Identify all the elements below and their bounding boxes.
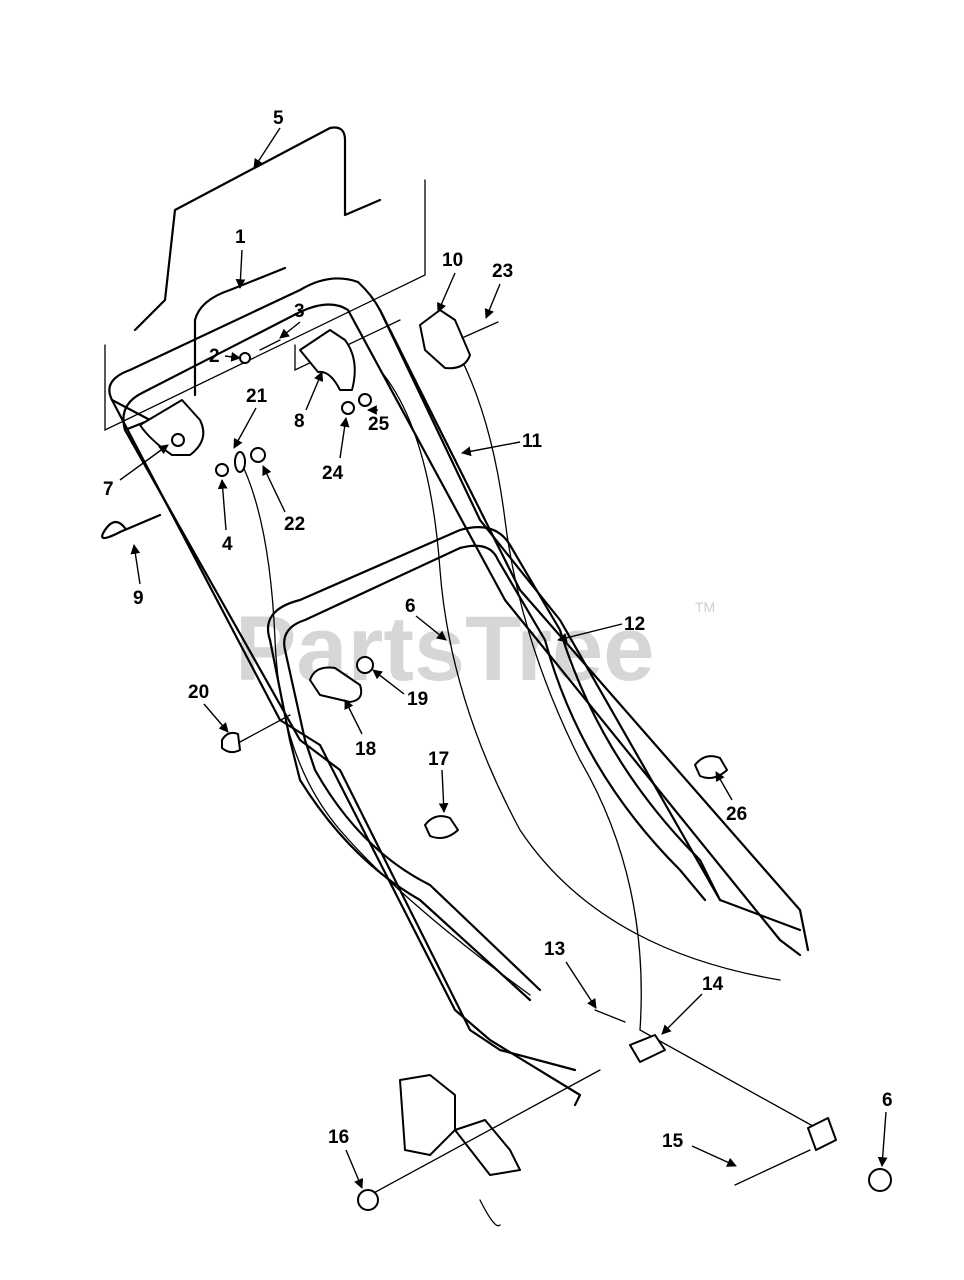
callout-9: 9 [133, 588, 144, 609]
leader-20 [203, 703, 229, 733]
upper-handle [108, 277, 810, 952]
callout-25: 25 [368, 414, 390, 435]
leader-22 [262, 465, 286, 513]
callout-6-lower: 6 [882, 1090, 893, 1111]
leader-2 [224, 351, 241, 362]
washer-2 [239, 352, 251, 364]
callout-7: 7 [103, 479, 114, 500]
handle-spacer-14 [629, 1034, 666, 1063]
leader-1 [235, 249, 246, 289]
cable-tie-17 [424, 815, 459, 839]
leader-24 [339, 417, 350, 459]
bracket-7-hole [171, 433, 185, 447]
callout-22: 22 [284, 514, 305, 535]
callout-26: 26 [726, 804, 747, 825]
carriage-bolt-20-shaft [239, 714, 291, 743]
callout-16: 16 [328, 1127, 349, 1148]
upper-handle-inner [122, 303, 802, 957]
callout-13: 13 [544, 939, 565, 960]
lower-handle-left-leg-inner [283, 648, 542, 992]
throttle-housing-10 [419, 309, 471, 370]
lower-handle-inner [283, 544, 707, 902]
callout-21: 21 [246, 386, 268, 407]
cable-spring-13 [594, 1009, 626, 1023]
upper-handle-left-rail-outer [110, 398, 582, 1107]
handle-bracket-shaft [369, 1069, 601, 1227]
locknut-19 [356, 656, 374, 674]
spacer-21 [234, 451, 246, 473]
leader-6-upper [415, 615, 447, 641]
bolt-15 [734, 1149, 811, 1186]
cable-bracket [807, 1117, 837, 1151]
leader-19 [372, 669, 405, 695]
control-panel-outline [104, 179, 426, 432]
leader-14 [661, 993, 703, 1035]
callout-24: 24 [322, 463, 344, 484]
callout-17: 17 [428, 749, 449, 770]
upper-handle-right-rail [378, 308, 802, 932]
callout-2: 2 [209, 346, 220, 367]
callout-20: 20 [188, 682, 209, 703]
bracket-7 [139, 399, 205, 456]
leader-15 [691, 1145, 737, 1167]
leader-26 [715, 771, 733, 801]
leader-8 [305, 371, 324, 411]
callout-6-upper: 6 [405, 596, 416, 617]
callout-15: 15 [662, 1131, 684, 1152]
callout-14: 14 [702, 974, 724, 995]
callout-10: 10 [442, 250, 463, 271]
nut-22 [250, 447, 266, 463]
callout-12: 12 [624, 614, 645, 635]
height-adjuster-arm [454, 1119, 521, 1176]
leader-4 [217, 479, 228, 531]
leader-13 [565, 961, 597, 1009]
lockwasher-25 [358, 393, 372, 407]
height-adjuster-plate [399, 1074, 456, 1156]
leader-16 [345, 1149, 364, 1189]
bail-wire [133, 126, 382, 332]
carriage-bolt-20 [221, 731, 241, 754]
cap-6-lower [868, 1168, 892, 1192]
leader-18 [344, 699, 363, 735]
leader-12 [557, 623, 623, 643]
nut-24 [341, 401, 355, 415]
eyebolt-9 [101, 513, 162, 540]
leader-10 [437, 272, 456, 313]
control-cable-right [444, 329, 821, 1131]
screw-23 [461, 321, 499, 339]
callout-4: 4 [222, 534, 233, 555]
lower-handle-left-leg [268, 638, 532, 1002]
control-cable-middle [379, 369, 781, 981]
leader-5 [253, 127, 281, 169]
callout-1: 1 [235, 227, 246, 248]
callout-11: 11 [522, 431, 543, 452]
control-cable-left [239, 459, 531, 996]
control-bar [193, 266, 287, 397]
screw-3 [259, 339, 281, 351]
leader-23 [484, 283, 501, 319]
leader-21 [233, 407, 257, 449]
callout-19: 19 [407, 689, 428, 710]
cable-tie-26 [694, 755, 728, 779]
callout-3: 3 [294, 301, 305, 322]
leader-7 [119, 444, 169, 481]
leader-11 [461, 441, 521, 457]
leader-9 [130, 544, 141, 585]
lower-handle [266, 526, 722, 902]
upper-handle-left-rail [123, 428, 577, 1072]
callout-23: 23 [492, 261, 513, 282]
leader-3 [279, 321, 301, 339]
callout-8: 8 [294, 411, 305, 432]
leader-17 [438, 769, 449, 813]
nut-16 [357, 1189, 379, 1211]
washer-4 [215, 463, 229, 477]
watermark-trademark: TM [695, 599, 715, 615]
callout-18: 18 [355, 739, 376, 760]
control-housing-8 [299, 329, 356, 391]
callout-5: 5 [273, 108, 284, 129]
control-panel-outline-2 [294, 319, 401, 372]
leader-6-lower [877, 1111, 888, 1167]
